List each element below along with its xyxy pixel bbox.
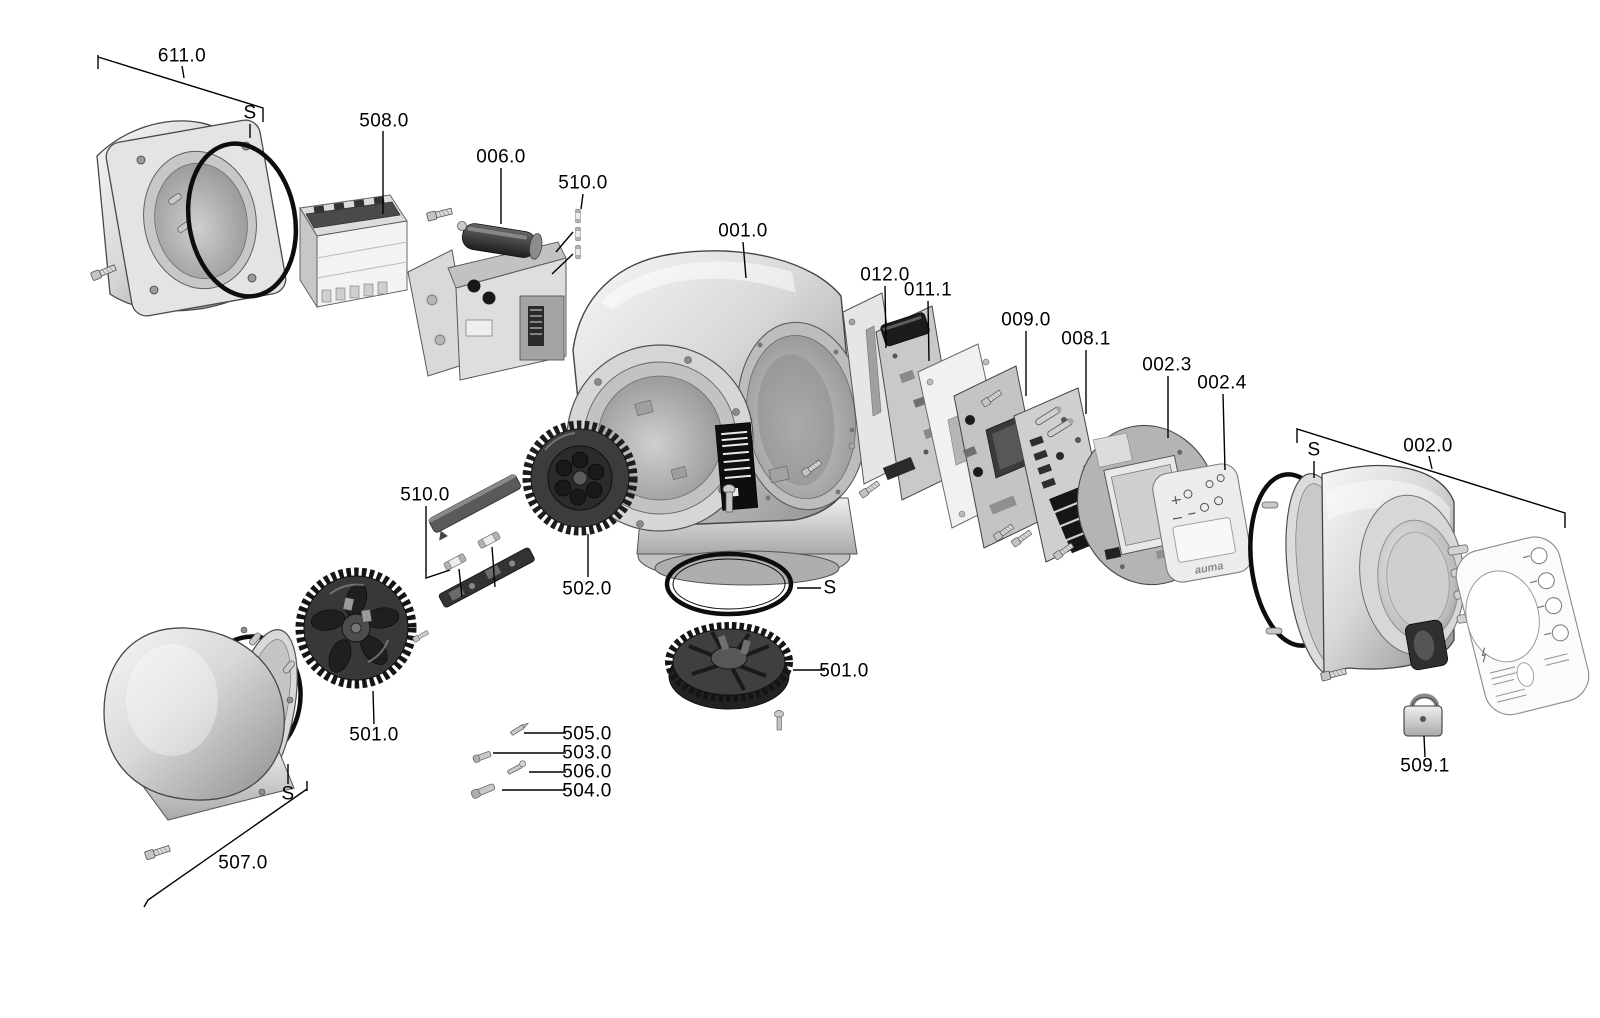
faceplate-sticker	[1455, 536, 1590, 716]
part-label-501-0-left: 501.0	[349, 724, 399, 746]
part-label-502-0: 502.0	[562, 578, 612, 600]
dome-cover-507	[103, 626, 298, 821]
part-label-002-3: 002.3	[1142, 354, 1192, 376]
contact-socket-503	[472, 751, 492, 763]
padlock-509-1	[1403, 693, 1443, 737]
part-label-503-0: 503.0	[562, 742, 612, 764]
leader-510-fuses	[551, 231, 574, 275]
power-supply-006	[407, 223, 567, 381]
part-label-012-0: 012.0	[860, 264, 910, 286]
bracket-507	[143, 781, 308, 908]
leader-510-mid-fuses	[458, 546, 496, 598]
part-label-s-mid: S	[823, 577, 837, 599]
leader-611-connector	[181, 65, 185, 79]
auma-logo: auma	[1194, 560, 1224, 577]
part-label-008-1: 008.1	[1061, 328, 1111, 350]
washer-006	[457, 221, 467, 231]
screw-housing-front	[722, 484, 736, 513]
part-label-006-0: 006.0	[476, 146, 526, 168]
leader-012	[884, 285, 887, 349]
part-label-504-0: 504.0	[562, 780, 612, 802]
housing-cover-611	[96, 119, 287, 317]
part-label-507-0: 507.0	[218, 852, 268, 874]
fuses-510-top	[575, 208, 581, 260]
part-label-001-0: 001.0	[718, 220, 768, 242]
part-label-011-1: 011.1	[903, 279, 953, 301]
leader-lines	[97, 55, 1566, 908]
leader-002-connector	[1428, 455, 1433, 470]
leader-509	[1423, 735, 1426, 758]
screw-gear-mid	[774, 710, 784, 731]
part-label-002-0: 002.0	[1403, 435, 1453, 457]
contact-socket-504	[470, 783, 496, 799]
part-label-508-0: 508.0	[359, 110, 409, 132]
leader-510-top	[580, 193, 584, 210]
part-label-002-4: 002.4	[1197, 372, 1247, 394]
screw-006	[425, 206, 454, 222]
contact-pin-506	[507, 760, 527, 775]
housing-001	[566, 250, 868, 586]
part-label-505-0: 505.0	[562, 723, 612, 745]
terminal-block-508	[299, 194, 408, 309]
fuse-kit-510	[428, 474, 535, 608]
part-label-s-002: S	[1307, 439, 1321, 461]
leader-510-mid	[425, 506, 451, 579]
leader-001	[742, 241, 747, 279]
part-label-506-0: 506.0	[562, 761, 612, 783]
contact-pin-505	[510, 722, 529, 736]
membrane-faceplate-002-4: auma	[1152, 463, 1253, 583]
part-label-509-1: 509.1	[1400, 755, 1450, 777]
bracket-611	[97, 56, 264, 122]
screw-boards-2	[858, 479, 881, 499]
part-label-s-507: S	[281, 783, 295, 805]
part-label-s-611: S	[243, 102, 257, 124]
part-label-510-0-top: 510.0	[558, 172, 608, 194]
leader-501-left	[372, 690, 375, 725]
o-ring-seal-mid	[664, 551, 794, 617]
cover-plug	[1404, 619, 1449, 671]
gear-502	[522, 420, 638, 536]
o-ring-seal-611	[185, 141, 299, 299]
part-label-501-0-mid: 501.0	[819, 660, 869, 682]
name-plate	[714, 422, 759, 511]
part-label-510-0-mid: 510.0	[400, 484, 450, 506]
bracket-002	[1296, 428, 1566, 528]
leader-002-4	[1222, 393, 1226, 471]
screw-507	[143, 843, 172, 861]
part-label-611-0: 611.0	[157, 45, 207, 67]
part-label-009-0: 009.0	[1001, 309, 1051, 331]
gear-501-mid	[665, 622, 793, 710]
gear-501-left	[295, 567, 417, 689]
control-cover-002-0	[1261, 464, 1478, 677]
leader-011	[927, 300, 930, 362]
